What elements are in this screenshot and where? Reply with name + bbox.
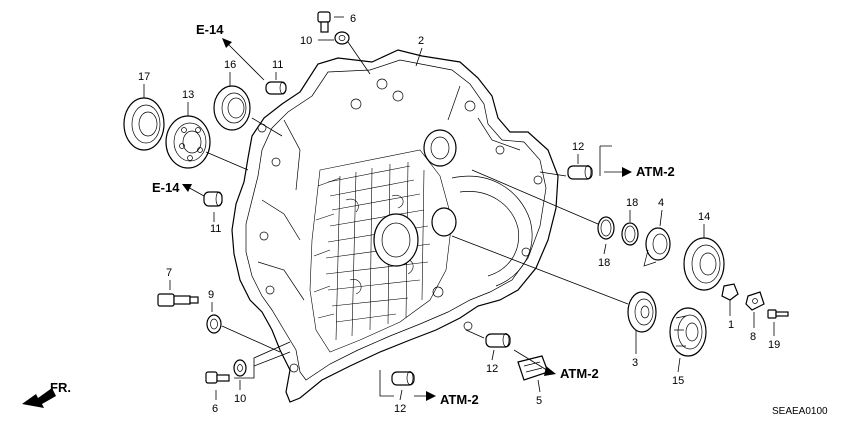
dowel-11-top xyxy=(265,81,287,95)
callout-12-bottom: 12 xyxy=(394,403,406,415)
bolt-19 xyxy=(767,309,789,319)
washer-10-top xyxy=(334,31,350,45)
callout-17: 17 xyxy=(138,71,150,83)
callout-15: 15 xyxy=(672,375,684,387)
callout-18-top: 18 xyxy=(626,197,638,209)
oil-pump-4 xyxy=(643,227,671,267)
front-label: FR. xyxy=(50,380,71,395)
callout-5: 5 xyxy=(536,395,542,407)
component-parts xyxy=(123,11,789,386)
callout-1: 1 xyxy=(728,319,734,331)
ref-atm2-top: ATM-2 xyxy=(636,164,675,179)
arrow-icon xyxy=(544,366,556,376)
dowel-12-top xyxy=(567,165,593,180)
callout-3: 3 xyxy=(632,357,638,369)
front-direction-indicator: FR. xyxy=(22,380,71,408)
sensor-7 xyxy=(157,293,199,307)
dowel-12-bottom xyxy=(391,371,415,386)
stopper-8 xyxy=(745,291,765,311)
ref-atm2-middle: ATM-2 xyxy=(560,366,599,381)
callout-10-bottom: 10 xyxy=(234,393,246,405)
seal-3 xyxy=(627,291,657,333)
callout-13: 13 xyxy=(182,89,194,101)
arrow-icon xyxy=(622,167,632,177)
transmission-case xyxy=(231,49,559,403)
callout-14: 14 xyxy=(698,211,710,223)
washer-10-bottom xyxy=(233,359,247,377)
callout-10-top: 10 xyxy=(300,35,312,47)
callout-11-top: 11 xyxy=(272,59,283,71)
seal-16 xyxy=(213,85,251,131)
callout-4: 4 xyxy=(658,197,664,209)
bearing-13 xyxy=(165,115,211,169)
callout-11-bottom: 11 xyxy=(210,223,221,235)
callout-labels: 2 6 10 11 16 17 13 11 12 18 18 4 14 xyxy=(138,13,780,415)
callout-16: 16 xyxy=(224,59,236,71)
callout-19: 19 xyxy=(768,339,780,351)
callout-8: 8 xyxy=(750,331,756,343)
callout-6-top: 6 xyxy=(350,13,356,25)
diagram-code: SEAEA0100 xyxy=(772,406,828,417)
bearing-15 xyxy=(669,307,707,357)
callout-12-top: 12 xyxy=(572,141,584,153)
callout-9: 9 xyxy=(208,289,214,301)
callout-6-bottom: 6 xyxy=(212,403,218,415)
ref-atm2-bottom: ATM-2 xyxy=(440,392,479,407)
ref-e14-top: E-14 xyxy=(196,22,224,37)
callout-7: 7 xyxy=(166,267,172,279)
callout-12-middle: 12 xyxy=(486,363,498,375)
o-ring-9 xyxy=(206,314,222,334)
callout-2: 2 xyxy=(418,35,424,47)
seal-17 xyxy=(123,97,165,151)
dowel-12-middle xyxy=(485,333,511,348)
bolt-6-bottom xyxy=(205,371,230,384)
clip-1 xyxy=(721,283,739,301)
callout-18-bottom: 18 xyxy=(598,257,610,269)
arrow-icon xyxy=(182,184,192,192)
bolt-6-top xyxy=(317,11,344,33)
front-arrow-icon xyxy=(22,388,56,408)
reference-arrows: E-14 E-14 ATM-2 ATM-2 ATM-2 xyxy=(152,22,675,407)
arrow-icon xyxy=(222,38,232,48)
dowel-11-bottom xyxy=(203,191,223,207)
bearing-14 xyxy=(683,237,725,291)
ref-e14-bottom: E-14 xyxy=(152,180,180,195)
arrow-icon xyxy=(426,391,436,401)
